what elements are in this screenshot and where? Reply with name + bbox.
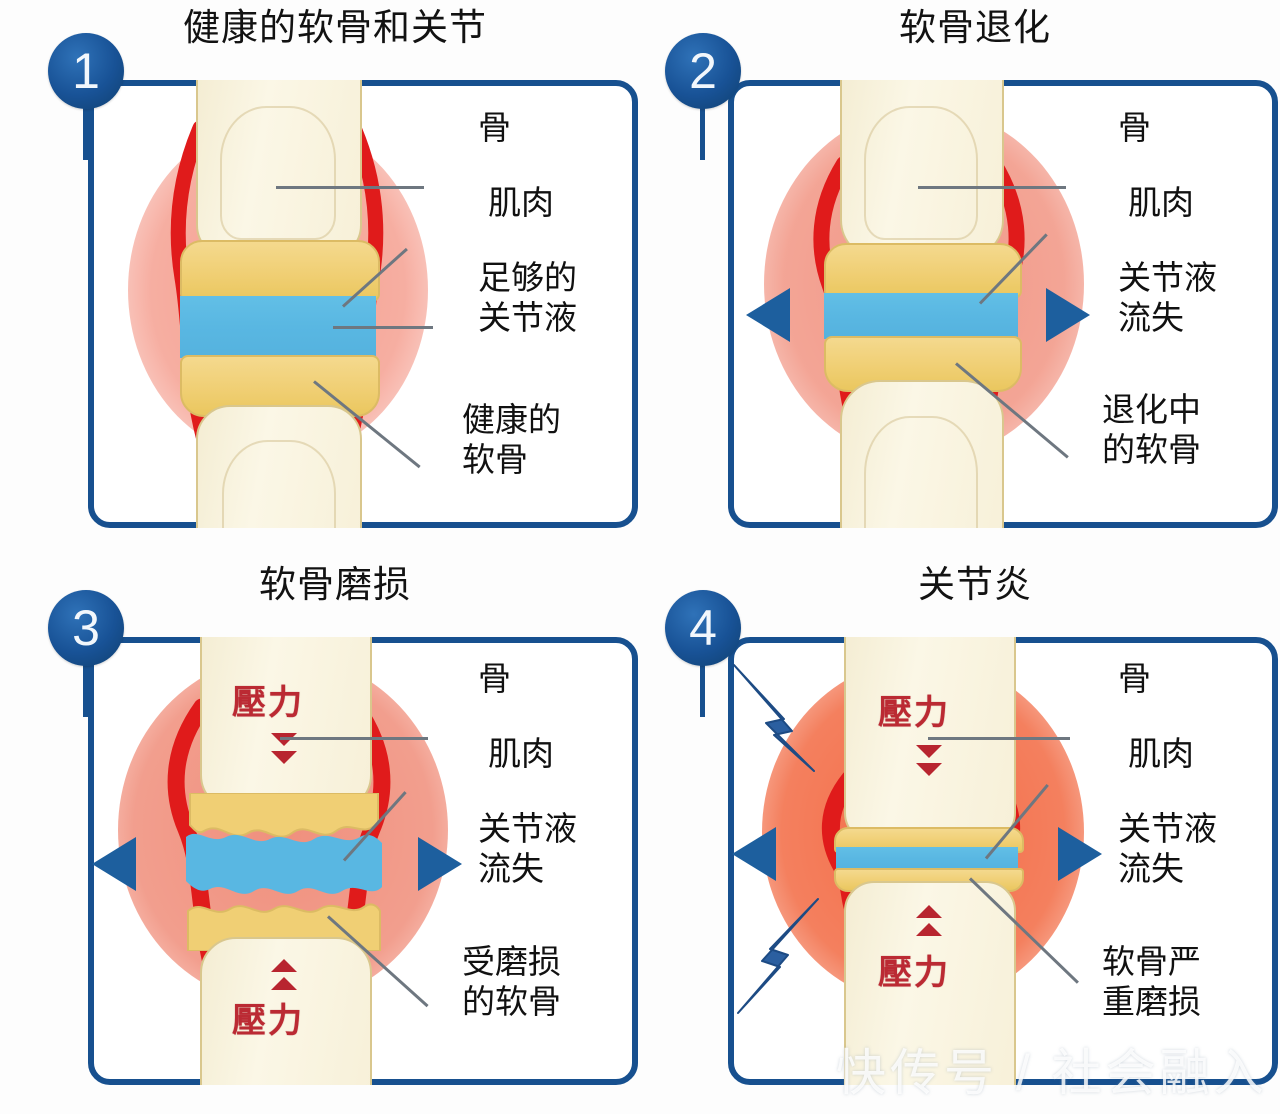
lightning-bolt-upper-left: [733, 664, 815, 772]
fluid-outflow-arrow-right: [1058, 827, 1102, 881]
synovial-fluid: [836, 847, 1018, 871]
panel-1-label-bone: 骨: [478, 109, 511, 146]
lower-bone-marrow: [222, 440, 336, 528]
badge-stem-2: [700, 100, 705, 160]
panel-1-title: 健康的软骨和关节: [183, 7, 487, 48]
pressure-label-lower: 壓力: [232, 1002, 304, 1040]
panel-3-label-cartilage: 受磨损 的软骨: [462, 943, 561, 1020]
panel-3-number-badge: 3: [48, 590, 124, 666]
pressure-arrow-down-2: [916, 763, 942, 776]
pressure-label-upper: 壓力: [232, 684, 304, 722]
fluid-outflow-arrow-left: [732, 827, 776, 881]
watermark: 快传号 / 社会融入: [836, 1045, 1268, 1101]
leader-line-bone: [918, 186, 1066, 189]
panel-4-title: 关节炎: [918, 564, 1032, 605]
panel-stage-3: 软骨磨损 3 壓力: [0, 557, 640, 1114]
fluid-outflow-arrow-left: [746, 288, 790, 342]
panel-1-label-cartilage: 健康的 软骨: [462, 401, 561, 478]
badge-stem-3: [83, 657, 88, 717]
panel-3-label-fluid-loss: 关节液 流失: [478, 810, 577, 887]
lower-bone-marrow: [864, 416, 978, 528]
panel-1-label-fluid: 足够的 关节液: [478, 259, 577, 336]
panel-2-number-badge: 2: [665, 33, 741, 109]
leader-line-bone: [280, 737, 428, 740]
fluid-outflow-arrow-right: [1046, 288, 1090, 342]
leader-line-bone: [276, 186, 424, 189]
panel-stage-2: 软骨退化 2 骨 肌肉 关节液 流: [640, 0, 1280, 557]
panel-1-illustration: [88, 80, 638, 528]
panel-1-label-muscle: 肌肉: [488, 184, 554, 221]
pressure-arrow-up-2: [271, 977, 297, 990]
upper-cartilage: [189, 793, 379, 838]
leader-line-bone: [928, 737, 1070, 740]
panel-3-illustration: 壓力 壓力: [88, 637, 638, 1085]
panel-3-title: 软骨磨损: [259, 564, 411, 605]
pressure-arrow-down-1: [916, 745, 942, 758]
upper-bone: [200, 637, 372, 811]
pressure-arrow-up-1: [271, 959, 297, 972]
fluid-outflow-arrow-right: [418, 837, 462, 891]
synovial-fluid: [186, 833, 382, 894]
panel-4-label-cartilage: 软骨严 重磨损: [1102, 943, 1201, 1020]
panel-2-label-cartilage: 退化中 的软骨: [1102, 391, 1201, 468]
panel-2-title: 软骨退化: [899, 7, 1051, 48]
panel-3-label-muscle: 肌肉: [488, 735, 554, 772]
panel-2-label-muscle: 肌肉: [1128, 184, 1194, 221]
panel-4-label-fluid-loss: 关节液 流失: [1118, 810, 1217, 887]
panel-4-label-bone: 骨: [1118, 660, 1151, 697]
badge-stem-4: [700, 657, 705, 717]
upper-bone: [844, 637, 1016, 843]
synovial-fluid: [824, 293, 1018, 339]
panel-1-number-badge: 1: [48, 33, 124, 109]
panel-4-number-badge: 4: [665, 590, 741, 666]
pressure-arrow-down-2: [271, 751, 297, 764]
leader-line-fluid: [333, 326, 433, 329]
panel-3-label-bone: 骨: [478, 660, 511, 697]
upper-bone-marrow: [864, 106, 978, 240]
lower-bone: [196, 405, 362, 528]
panel-2-label-bone: 骨: [1118, 109, 1151, 146]
pressure-arrow-up-2: [916, 923, 942, 936]
panel-2-illustration: [728, 80, 1278, 528]
panel-2-label-fluid-loss: 关节液 流失: [1118, 259, 1217, 336]
panel-4-label-muscle: 肌肉: [1128, 735, 1194, 772]
lightning-bolt-lower-left: [737, 898, 819, 1014]
badge-stem-1: [83, 100, 88, 160]
panel-stage-1: 健康的软骨和关节 1: [0, 0, 640, 557]
pressure-label-lower: 壓力: [878, 954, 950, 992]
pressure-arrow-up-1: [916, 905, 942, 918]
upper-cartilage: [180, 240, 380, 302]
fluid-outflow-arrow-left: [92, 837, 136, 891]
panel-4-illustration: 壓力 壓力: [728, 637, 1278, 1085]
pressure-label-upper: 壓力: [878, 694, 950, 732]
upper-bone-marrow: [220, 106, 336, 240]
panel-stage-4: 关节炎 4 壓力 壓力: [640, 557, 1280, 1114]
